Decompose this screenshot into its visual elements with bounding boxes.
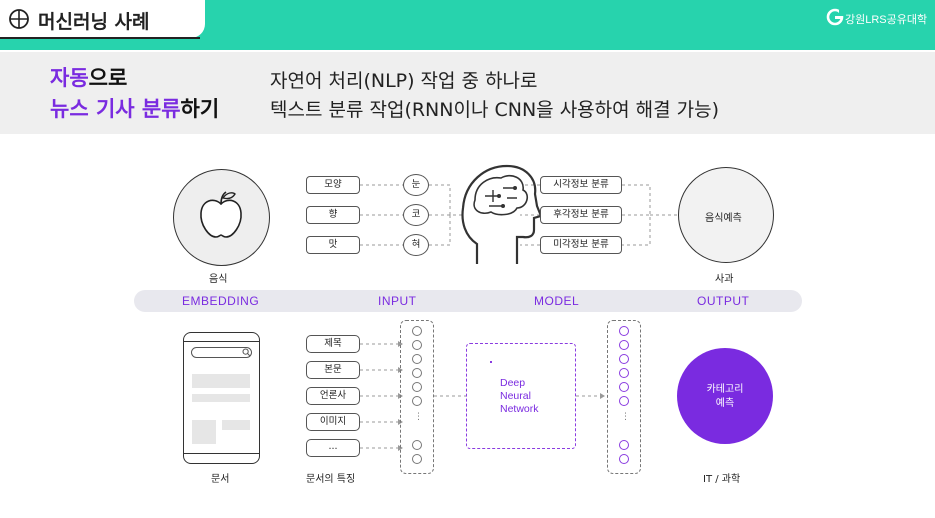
input-node bbox=[412, 368, 422, 378]
feature-body: 본문 bbox=[306, 361, 360, 379]
food-prediction-label: 음식예측 bbox=[705, 213, 742, 224]
category-prediction-circle bbox=[677, 348, 773, 444]
apple-label: 사과 bbox=[715, 274, 734, 285]
gustatory-classification: 미각정보 분류 bbox=[540, 236, 622, 254]
crosshair-icon bbox=[9, 9, 29, 29]
input-ellipsis: ⋮ bbox=[414, 412, 423, 422]
stage-output: OUTPUT bbox=[697, 294, 750, 308]
category-label-line-1: 카테고리 bbox=[706, 384, 744, 395]
output-layer-box bbox=[607, 320, 641, 474]
description-line-2: 텍스트 분류 작업(RNN이나 CNN을 사용하여 해결 가능) bbox=[270, 99, 720, 121]
stage-model: MODEL bbox=[534, 294, 580, 308]
input-node bbox=[412, 382, 422, 392]
input-node bbox=[412, 454, 422, 464]
dnn-model-box bbox=[466, 343, 576, 449]
output-node bbox=[619, 368, 629, 378]
input-layer-box bbox=[400, 320, 434, 474]
heading-rest-2: 하기 bbox=[180, 97, 220, 121]
document-block-1 bbox=[192, 374, 250, 388]
feature-scent: 향 bbox=[306, 206, 360, 224]
category-prediction-label: 카테고리 예측 bbox=[677, 383, 773, 411]
output-node bbox=[619, 354, 629, 364]
heading-highlight-1: 자동 bbox=[50, 66, 89, 90]
heading-line-1: 자동으로 bbox=[50, 62, 127, 92]
feature-shape: 모양 bbox=[306, 176, 360, 194]
stage-bar bbox=[134, 290, 802, 312]
food-label: 음식 bbox=[209, 274, 228, 285]
document-label: 문서 bbox=[211, 474, 230, 485]
heading-band bbox=[0, 52, 935, 134]
output-node bbox=[619, 396, 629, 406]
output-ellipsis: ⋮ bbox=[621, 412, 630, 422]
input-node bbox=[412, 340, 422, 350]
dnn-label-line-1: Deep bbox=[500, 377, 526, 389]
stage-embedding: EMBEDDING bbox=[182, 294, 260, 308]
output-node bbox=[619, 454, 629, 464]
logo-text: 강원LRS공유대학 bbox=[845, 14, 928, 26]
heading-rest-1: 으로 bbox=[88, 66, 128, 90]
visual-classification: 시각정보 분류 bbox=[540, 176, 622, 194]
search-icon bbox=[242, 348, 251, 357]
heading-highlight-2: 뉴스 기사 분류 bbox=[50, 97, 181, 121]
output-node bbox=[619, 340, 629, 350]
page-title: 머신러닝 사례 bbox=[38, 11, 150, 33]
phone-top-divider bbox=[183, 341, 260, 342]
sense-eye: 눈 bbox=[403, 174, 429, 196]
phone-bottom-divider bbox=[183, 453, 260, 454]
output-node bbox=[619, 440, 629, 450]
output-node bbox=[619, 326, 629, 336]
olfactory-classification: 후각정보 분류 bbox=[540, 206, 622, 224]
document-block-3 bbox=[222, 420, 250, 430]
output-node bbox=[619, 382, 629, 392]
stage-input: INPUT bbox=[378, 294, 417, 308]
dnn-label-line-3: Network bbox=[500, 403, 539, 415]
header-underline bbox=[0, 37, 200, 39]
feature-title: 제목 bbox=[306, 335, 360, 353]
feature-publisher: 언론사 bbox=[306, 387, 360, 405]
brain-head-icon bbox=[461, 164, 540, 264]
input-node bbox=[412, 440, 422, 450]
food-prediction-circle bbox=[678, 167, 774, 263]
feature-taste: 맛 bbox=[306, 236, 360, 254]
category-label-line-2: 예측 bbox=[715, 398, 735, 409]
it-science-label: IT / 과학 bbox=[703, 474, 741, 485]
sense-tongue: 혀 bbox=[403, 234, 429, 256]
sense-nose: 코 bbox=[403, 204, 429, 226]
feature-more: ... bbox=[306, 439, 360, 457]
input-node bbox=[412, 326, 422, 336]
document-image-block bbox=[192, 420, 216, 444]
dnn-model-label: Deep Neural Network bbox=[500, 377, 539, 416]
phone-search-bar bbox=[191, 347, 252, 358]
header-title-tab bbox=[0, 0, 205, 38]
document-block-2 bbox=[192, 394, 250, 402]
input-node bbox=[412, 354, 422, 364]
document-features-label: 문서의 특징 bbox=[306, 474, 356, 485]
apple-icon bbox=[200, 191, 242, 238]
input-node bbox=[412, 396, 422, 406]
description-line-1: 자연어 처리(NLP) 작업 중 하나로 bbox=[270, 70, 538, 92]
dnn-label-line-2: Neural bbox=[500, 390, 531, 402]
model-dot bbox=[490, 361, 492, 363]
logo-icon bbox=[826, 8, 844, 26]
feature-image: 이미지 bbox=[306, 413, 360, 431]
heading-line-2: 뉴스 기사 분류하기 bbox=[50, 93, 219, 123]
